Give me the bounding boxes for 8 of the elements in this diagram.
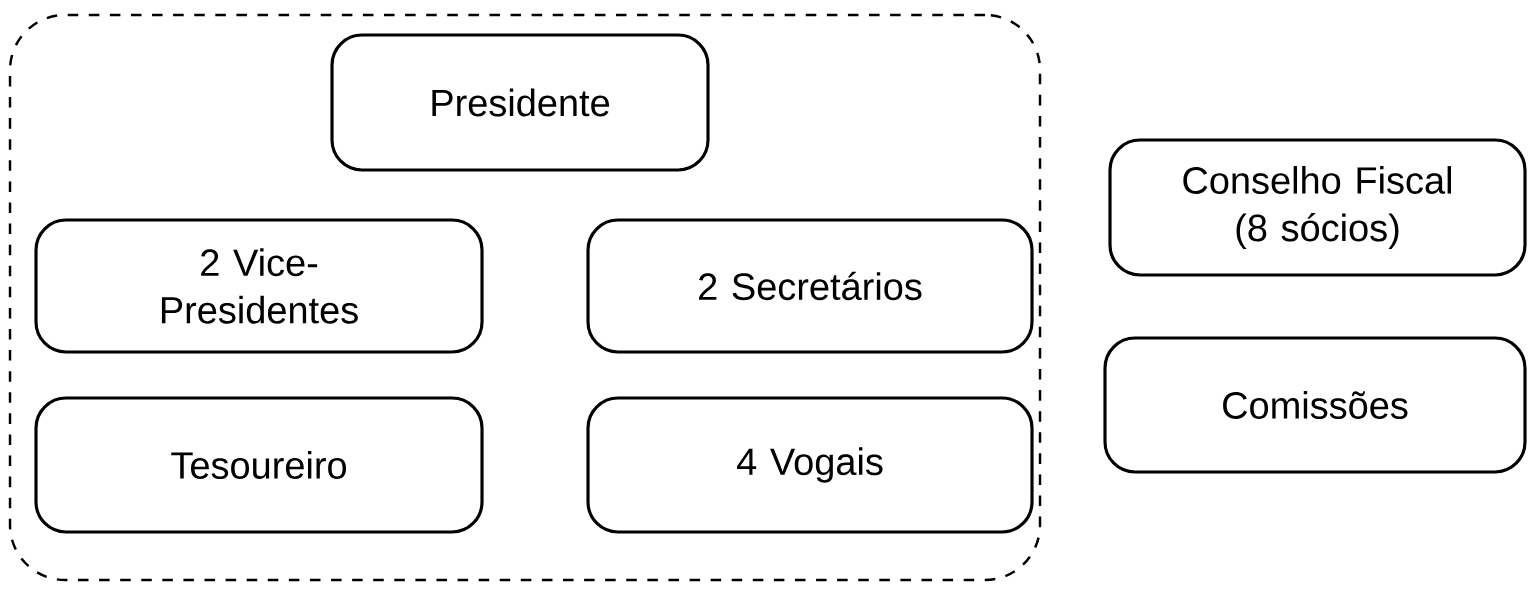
dashed-group-frame (8, 13, 1042, 582)
role-box: 2 Secretários (586, 218, 1034, 354)
role-box: 4 Vogais (586, 396, 1034, 534)
role-box: Comissões (1103, 336, 1527, 474)
role-box: Presidente (330, 33, 710, 172)
role-box: Conselho Fiscal (8 sócios) (1108, 138, 1527, 277)
role-box: Tesoureiro (34, 396, 484, 534)
role-box: 2 Vice-Presidentes (34, 218, 484, 354)
